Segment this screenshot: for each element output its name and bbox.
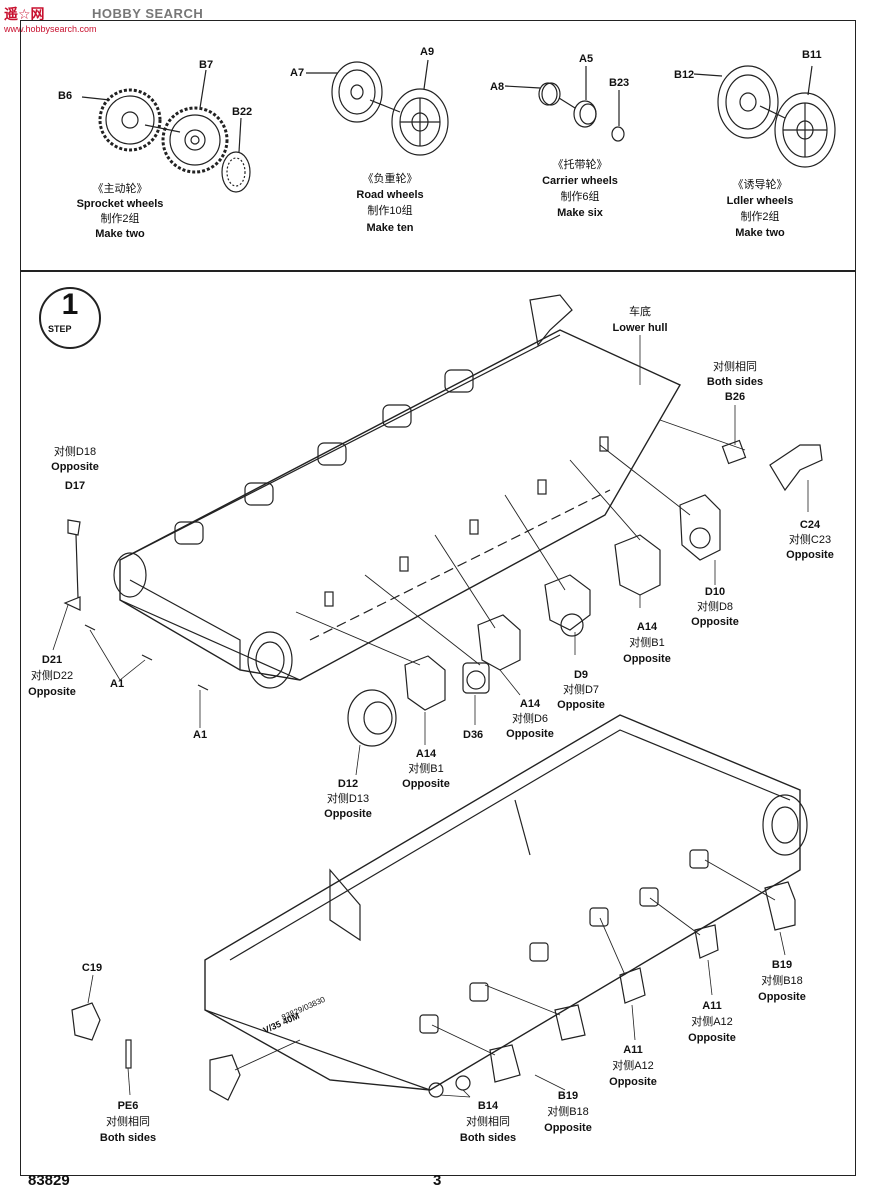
pe6-both-en: Both sides	[99, 1132, 157, 1144]
carrier-qty-cn: 制作6组	[560, 191, 600, 203]
road-wheel-drawing	[306, 59, 449, 156]
part-label-pe6: PE6	[117, 1100, 139, 1112]
opposite-a12-en: Opposite	[688, 1032, 736, 1044]
part-label-c24: C24	[799, 519, 821, 531]
opposite-d6-cn: 对侧D6	[511, 713, 549, 725]
part-label-a9: A9	[420, 46, 435, 58]
part-label-a5: A5	[579, 53, 594, 65]
part-label-a14-left: A14	[415, 748, 437, 760]
idler-wheel-drawing	[693, 65, 836, 168]
sprocket-qty-en: Make two	[95, 228, 145, 240]
part-label-b22: B22	[232, 106, 253, 118]
idler-qty-cn: 制作2组	[740, 211, 780, 223]
opposite-c23-en: Opposite	[786, 549, 834, 561]
idler-title-cn: 《诱导轮》	[732, 179, 788, 191]
opposite-b1-en: Opposite	[623, 653, 671, 665]
opposite-b18-bottom-cn: 对侧B18	[547, 1106, 589, 1118]
part-label-b11: B11	[802, 49, 822, 61]
road-title-cn: 《负重轮》	[362, 173, 418, 185]
part-label-a8: A8	[490, 81, 505, 93]
hull-interior-drawing	[71, 714, 808, 1101]
opposite-b1-left-en: Opposite	[402, 778, 450, 790]
sprocket-wheel-drawing	[81, 69, 251, 193]
opposite-b1-cn: 对侧B1	[629, 637, 665, 649]
both-sides-cn: 对侧相同	[713, 361, 757, 373]
carrier-qty-en: Make six	[557, 207, 603, 219]
part-label-a7: A7	[290, 67, 305, 79]
b14-both-cn: 对侧相同	[466, 1116, 510, 1128]
road-title-en: Road wheels	[356, 189, 424, 201]
part-label-c19: C19	[81, 962, 103, 974]
pe6-both-cn: 对侧相同	[106, 1116, 150, 1128]
opposite-b18-en: Opposite	[758, 991, 806, 1003]
part-label-d21: D21	[41, 654, 63, 666]
part-label-d17: D17	[64, 480, 86, 492]
sprocket-qty-cn: 制作2组	[100, 213, 140, 225]
step-badge-drawing	[39, 287, 101, 349]
part-label-b6: B6	[58, 90, 73, 102]
opposite-b18-cn: 对侧B18	[761, 975, 803, 987]
opposite-d13-cn: 对侧D13	[326, 793, 370, 805]
carrier-title-cn: 《托带轮》	[552, 159, 608, 171]
lower-hull-drawing	[63, 294, 823, 747]
opposite-a12-cn: 对侧A12	[691, 1016, 733, 1028]
part-label-a1-lower: A1	[193, 729, 208, 741]
lower-hull-en: Lower hull	[612, 322, 668, 334]
step-label: STEP	[48, 324, 72, 334]
idler-title-en: Ldler wheels	[726, 195, 794, 207]
opposite-d8-cn: 对侧D8	[696, 601, 734, 613]
part-label-a14-mid: A14	[519, 698, 541, 710]
part-label-b14: B14	[477, 1100, 499, 1112]
top-panel-frame	[20, 20, 856, 272]
opposite-d22-en: Opposite	[28, 686, 76, 698]
opposite-c23-cn: 对侧C23	[788, 534, 832, 546]
part-label-d12: D12	[337, 778, 359, 790]
part-label-d36: D36	[463, 729, 484, 741]
lower-hull-cn: 车底	[629, 306, 651, 318]
part-label-b19-bottom: B19	[557, 1090, 579, 1102]
part-label-b23: B23	[609, 77, 630, 89]
carrier-wheel-drawing	[504, 66, 625, 142]
both-sides-en: Both sides	[706, 376, 764, 388]
carrier-title-en: Carrier wheels	[542, 175, 618, 187]
step-number: 1	[61, 288, 79, 321]
opposite-a12-mid-cn: 对侧A12	[612, 1060, 654, 1072]
opposite-a12-mid-en: Opposite	[609, 1076, 657, 1088]
opposite-d7-en: Opposite	[557, 699, 605, 711]
part-label-a14-right: A14	[636, 621, 658, 633]
opposite-b18-bottom-en: Opposite	[544, 1122, 592, 1134]
b14-both-en: Both sides	[459, 1132, 517, 1144]
part-label-b19-right: B19	[771, 959, 793, 971]
sprocket-title-en: Sprocket wheels	[76, 198, 164, 210]
part-label-a1-upper: A1	[110, 678, 125, 690]
callout-leader-lines	[52, 335, 809, 1098]
idler-qty-en: Make two	[735, 227, 785, 239]
part-label-b26: B26	[724, 391, 746, 403]
opposite-d22-cn: 对侧D22	[30, 670, 74, 682]
watermark-logo: 遥☆网	[4, 6, 45, 22]
product-code: 83829	[28, 1172, 70, 1189]
opposite-d18-en: Opposite	[51, 461, 99, 473]
part-label-b7: B7	[199, 59, 214, 71]
part-label-d10: D10	[704, 586, 726, 598]
opposite-d7-cn: 对侧D7	[562, 684, 600, 696]
part-label-a11-mid: A11	[623, 1044, 643, 1056]
opposite-d18-cn: 对侧D18	[53, 446, 97, 458]
part-label-a11-right: A11	[702, 1000, 722, 1012]
opposite-d13-en: Opposite	[324, 808, 372, 820]
road-qty-en: Make ten	[366, 222, 414, 234]
watermark-brand: HOBBY SEARCH	[92, 6, 204, 21]
part-label-b12: B12	[674, 69, 695, 81]
watermark-url: www.hobbysearch.com	[4, 24, 97, 34]
sprocket-title-cn: 《主动轮》	[92, 183, 148, 195]
opposite-d6-en: Opposite	[506, 728, 554, 740]
opposite-b1-left-cn: 对侧B1	[408, 763, 444, 775]
part-label-d9: D9	[573, 669, 589, 681]
opposite-d8-en: Opposite	[691, 616, 739, 628]
road-qty-cn: 制作10组	[367, 205, 413, 217]
step-panel-frame	[20, 270, 856, 1176]
page-number: 3	[433, 1172, 442, 1189]
